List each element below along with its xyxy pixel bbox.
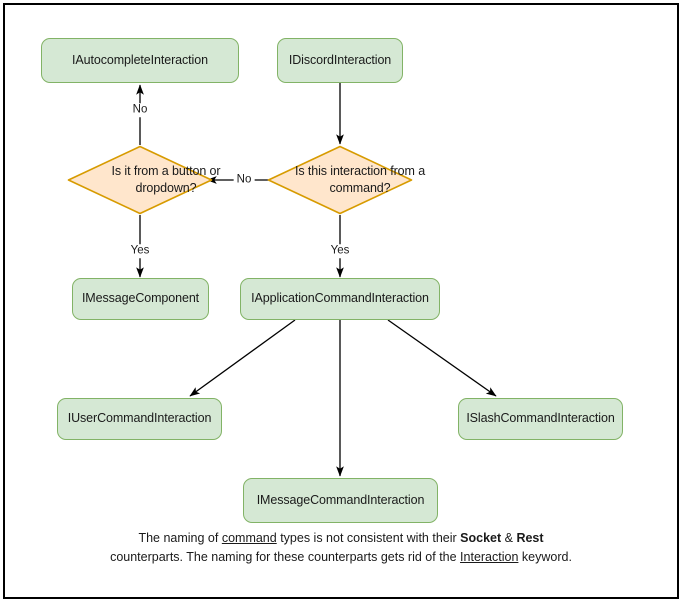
node-label: IDiscordInteraction (288, 52, 392, 67)
caption-bold-rest: Rest (516, 531, 544, 545)
node-label: IMessageCommandInteraction (256, 492, 425, 507)
edge-label-no-to-button-decision: No (233, 173, 255, 187)
node-user-command-interaction[interactable]: IUserCommandInteraction (57, 398, 222, 440)
edge-label-no-to-autocomplete: No (129, 103, 151, 117)
caption-line2-rest: counterparts. The naming for these (110, 549, 305, 564)
edge-label-yes-to-app-command: Yes (327, 244, 353, 258)
node-decision-button-or-dropdown[interactable]: Is it from a button or dropdown? (65, 145, 221, 215)
diagram-caption: The naming of command types is not consi… (110, 529, 572, 567)
node-discord-interaction[interactable]: IDiscordInteraction (277, 38, 403, 83)
edge-app-command-to-slash-command (387, 319, 497, 397)
caption-bold-socket: Socket (460, 531, 502, 545)
edge-label-yes-to-message-component: Yes (127, 244, 153, 258)
edge-app-command-to-user-command (189, 319, 296, 397)
caption-line3-part1: counterparts gets rid of the (307, 549, 461, 564)
caption-underline-interaction: Interaction (460, 549, 519, 564)
caption-underline-command: command (221, 531, 277, 545)
node-autocomplete-interaction[interactable]: IAutocompleteInteraction (41, 38, 239, 83)
node-label: ISlashCommandInteraction (466, 411, 615, 426)
node-decision-from-command[interactable]: Is this interaction from a command? (265, 145, 425, 215)
diamond-shape (267, 145, 413, 215)
node-label: IAutocompleteInteraction (72, 52, 208, 67)
node-label: IMessageComponent (81, 291, 200, 306)
caption-line1-part1: The naming of (138, 531, 222, 545)
caption-line3-part2: keyword. (518, 549, 572, 564)
caption-line1-part2: types is not consistent with their (276, 531, 457, 545)
node-application-command-interaction[interactable]: IApplicationCommandInteraction (240, 278, 440, 320)
node-message-command-interaction[interactable]: IMessageCommandInteraction (243, 478, 438, 523)
diamond-shape (67, 145, 213, 215)
node-label: IUserCommandInteraction (67, 411, 212, 426)
node-label: IApplicationCommandInteraction (251, 291, 429, 306)
caption-ampersand: & (501, 531, 517, 545)
node-message-component[interactable]: IMessageComponent (72, 278, 209, 320)
node-slash-command-interaction[interactable]: ISlashCommandInteraction (458, 398, 623, 440)
